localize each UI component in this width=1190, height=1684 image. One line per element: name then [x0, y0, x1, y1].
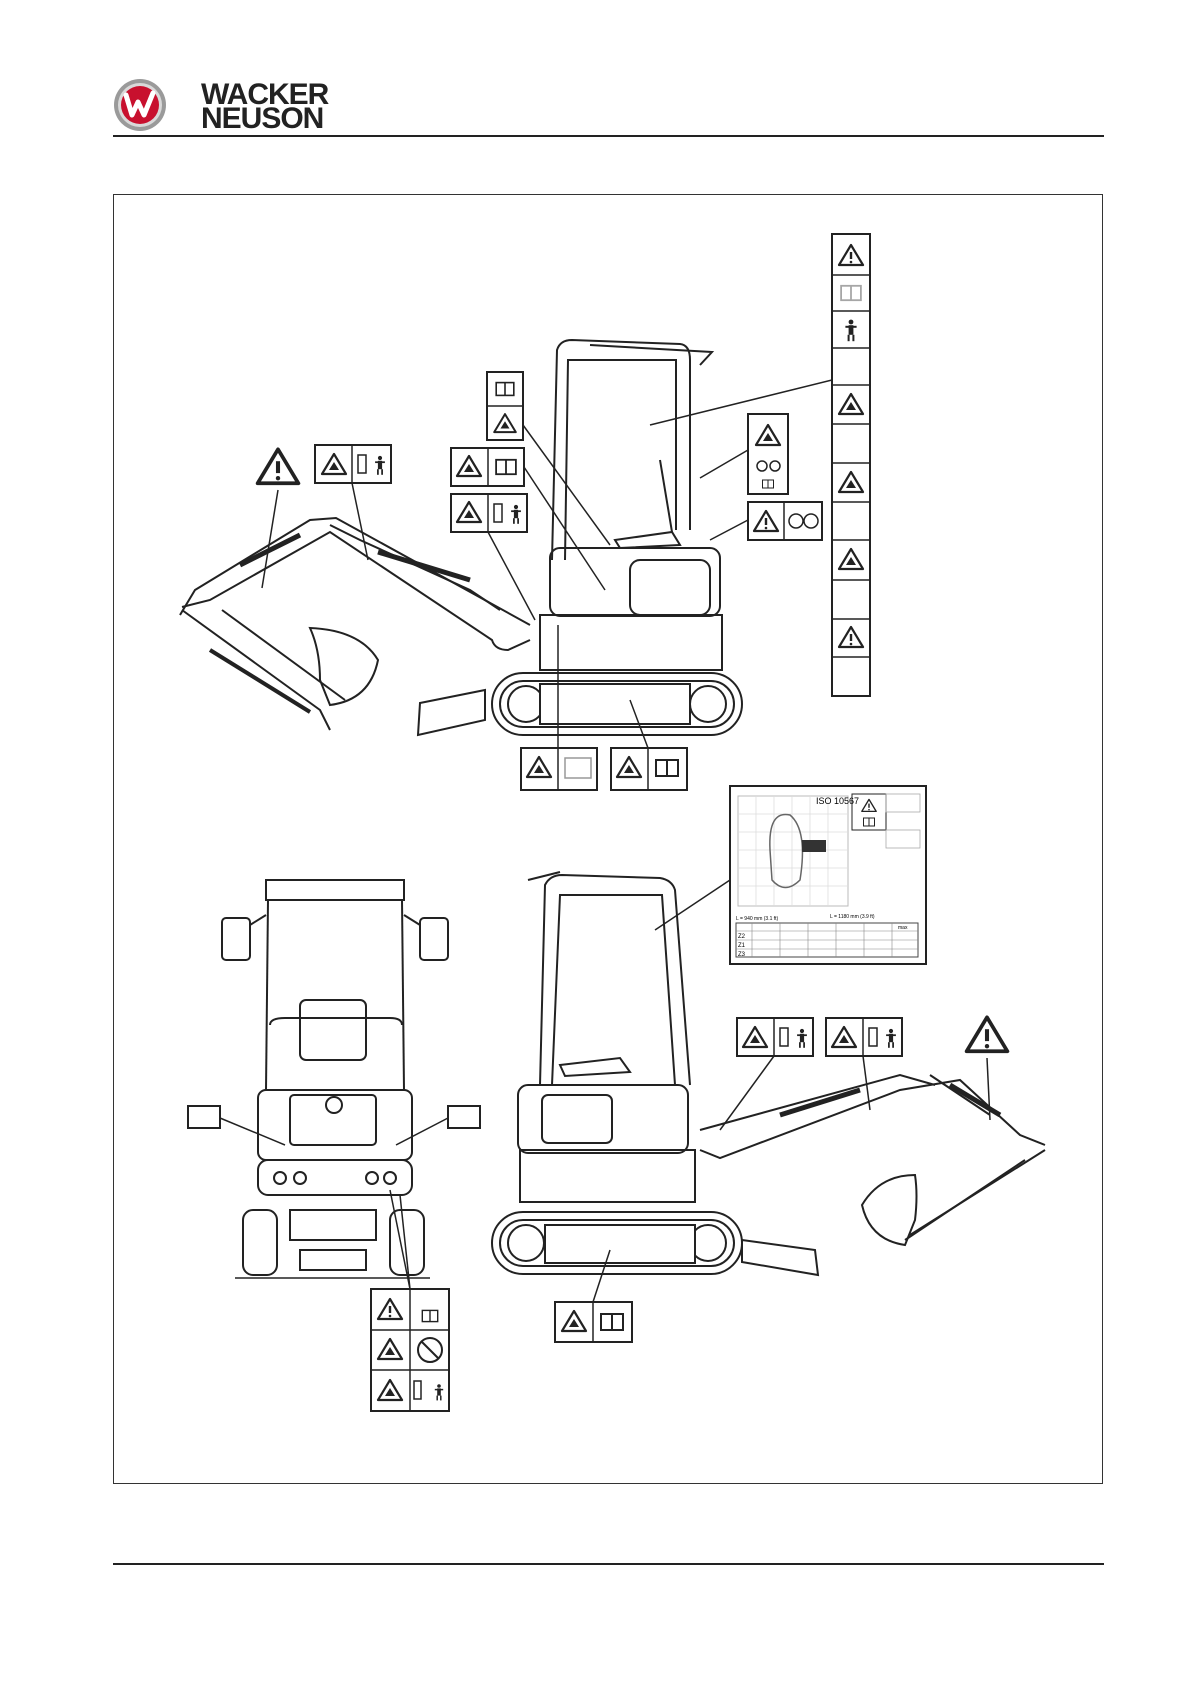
- load-caption-right: L = 1180 mm (3.9 ft): [830, 914, 875, 920]
- rear-view: [188, 880, 480, 1278]
- footer-rule: [113, 1563, 1104, 1565]
- side-view-left: [180, 340, 742, 735]
- load-row-z3: Z3: [738, 952, 746, 958]
- load-chart-label: ISO 10567 L = 940 mm (3.1 ft) L = 1180 m…: [655, 786, 926, 964]
- load-max-label: max: [898, 925, 908, 931]
- iso-label: ISO 10567: [816, 796, 859, 806]
- label-group-bottom-right: [555, 1017, 1007, 1342]
- load-caption-left: L = 940 mm (3.1 ft): [736, 916, 779, 922]
- load-row-z1: Z1: [738, 943, 746, 949]
- load-row-z2: Z2: [738, 934, 746, 940]
- rear-label-block: [371, 1190, 449, 1411]
